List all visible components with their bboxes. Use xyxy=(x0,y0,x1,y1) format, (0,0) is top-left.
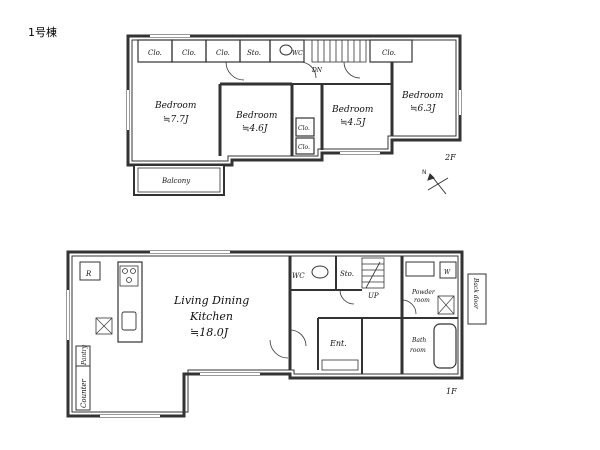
wc-1f-label: WC xyxy=(292,272,305,280)
bedroom-c-name: Bedroom xyxy=(331,105,373,115)
second-floor xyxy=(126,34,462,196)
stairs-2f xyxy=(311,39,367,63)
bath-room-label-2: room xyxy=(410,347,426,354)
closet-1-label: Clo. xyxy=(148,49,162,57)
washer-space xyxy=(439,261,457,279)
closet-6-label: Clo. xyxy=(298,144,310,151)
powder-room-label-2: room xyxy=(414,297,430,304)
sink-icon xyxy=(121,311,137,331)
bathtub xyxy=(433,323,457,369)
counter xyxy=(75,365,91,411)
closet-2-label: Clo. xyxy=(182,49,196,57)
counter-label: Counter xyxy=(80,378,88,408)
bedroom-c-size: ≒4.5J xyxy=(340,118,367,128)
wc-2f-label: WC xyxy=(292,50,303,57)
stairs-up-label: UP xyxy=(368,292,379,300)
bedroom-d-name: Bedroom xyxy=(401,91,443,101)
bedroom-b-name: Bedroom xyxy=(235,111,277,121)
bedroom-b-size: ≒4.6J xyxy=(242,124,269,134)
balcony xyxy=(133,164,225,196)
back-door-label: Back door xyxy=(472,277,479,310)
floor-2f-label: 2F xyxy=(444,153,456,162)
store-1f-label: Sto. xyxy=(340,270,354,278)
floor-1f-label: 1F xyxy=(446,387,457,396)
back-door xyxy=(467,273,487,325)
svg-text:N: N xyxy=(422,169,427,176)
entrance-label: Ent. xyxy=(329,339,347,348)
closet-6 xyxy=(295,137,315,155)
stairs-down-label: DN xyxy=(311,67,323,74)
wc-2f xyxy=(269,39,305,63)
closet-3-label: Clo. xyxy=(216,49,230,57)
kitchen-counter xyxy=(117,261,143,343)
toilet-1f-icon xyxy=(311,265,329,279)
bedroom-a-name: Bedroom xyxy=(154,101,196,111)
building-label: 1号棟 xyxy=(28,25,57,39)
stove-icon xyxy=(119,265,139,287)
closet-5 xyxy=(295,117,315,137)
bath-room-label-1: Bath xyxy=(411,337,426,344)
ldk-label-line1: Living Dining xyxy=(173,294,249,307)
ldk-size: ≒18.0J xyxy=(190,326,229,339)
closet-5-label: Clo. xyxy=(298,125,310,132)
powder-room-label-1: Powder xyxy=(411,289,436,296)
refrigerator-space xyxy=(79,261,101,281)
entrance-step xyxy=(321,359,359,371)
toilet-2f-icon xyxy=(279,44,293,56)
bedroom-a-size: ≒7.7J xyxy=(163,115,190,125)
closet-4-label: Clo. xyxy=(382,49,396,57)
vanity xyxy=(405,261,435,277)
ldk-label-line2: Kitchen xyxy=(189,310,233,323)
balcony-label: Balcony xyxy=(161,177,191,185)
washer-label: W xyxy=(444,269,451,276)
refrigerator-label: R xyxy=(85,270,92,278)
utility-box-2 xyxy=(437,295,455,315)
compass-icon: N xyxy=(422,169,449,195)
utility-box xyxy=(95,317,113,335)
store-2f-label: Sto. xyxy=(247,49,261,57)
bedroom-d-size: ≒6.3J xyxy=(410,104,437,114)
stairs-1f xyxy=(361,257,385,289)
first-floor xyxy=(66,250,487,418)
pantry-label: Pantry xyxy=(81,345,88,366)
